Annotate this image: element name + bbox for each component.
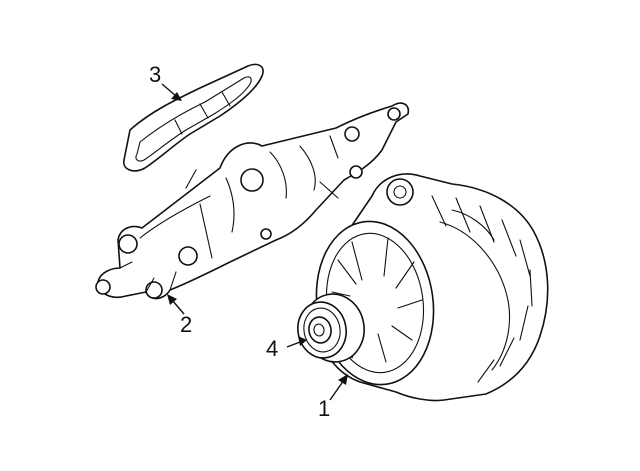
callout-1: 1 (318, 374, 348, 421)
callout-1-label: 1 (318, 396, 330, 421)
bracket-part (95, 102, 410, 300)
callout-4-label: 4 (266, 336, 278, 361)
gasket-part (123, 63, 264, 172)
callout-2: 2 (167, 294, 192, 337)
alternator-part (315, 173, 549, 402)
callout-3: 3 (149, 62, 182, 101)
callout-3-label: 3 (149, 62, 161, 87)
callout-4: 4 (266, 336, 307, 361)
callout-2-label: 2 (180, 312, 192, 337)
pulley-part (297, 293, 365, 363)
